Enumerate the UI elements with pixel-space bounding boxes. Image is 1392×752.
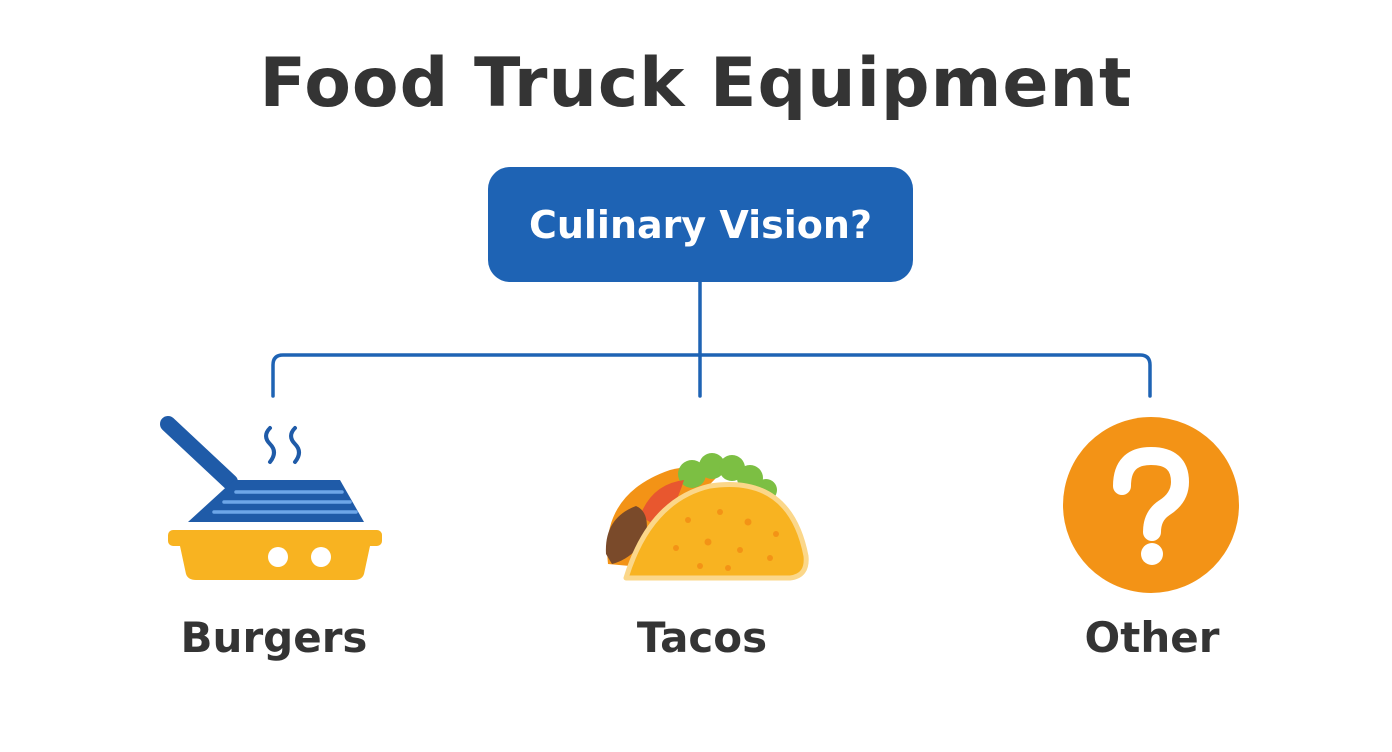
option-label-tacos: Tacos [636,613,768,662]
root-decision-node: Culinary Vision? [488,167,913,282]
option-label-other: Other [1084,613,1220,662]
connector-horizontal-bar [271,353,1152,398]
question-mark-icon [1063,417,1239,593]
root-node-label: Culinary Vision? [528,202,873,247]
taco-icon [605,453,809,581]
griddle-icon [160,416,382,580]
diagram-title: Food Truck Equipment [259,44,1133,123]
option-label-burgers: Burgers [180,613,368,662]
